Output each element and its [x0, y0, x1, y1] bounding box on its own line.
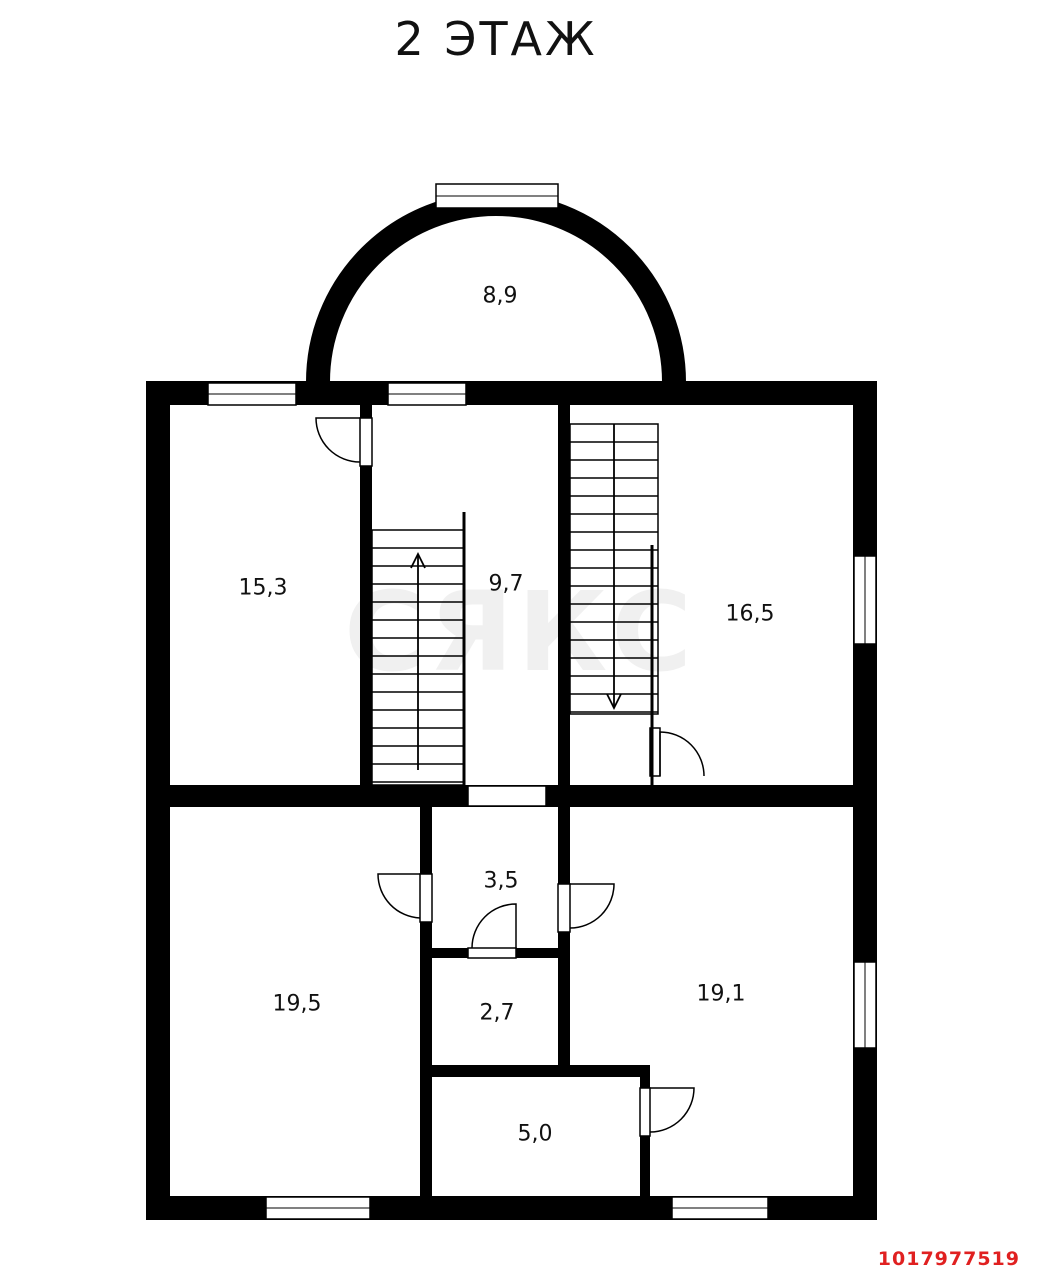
room-area-label: 5,0: [517, 1121, 553, 1147]
door: [639, 1087, 695, 1137]
window-sills: [208, 195, 866, 1209]
listing-id: 1017977519: [877, 1248, 1020, 1270]
arrow-up-icon: [410, 551, 426, 569]
room-area-label: 8,9: [482, 283, 518, 309]
outer-wall: [146, 381, 877, 1220]
room-area-label: 15,3: [238, 575, 288, 601]
room-area-label: 9,7: [488, 571, 524, 597]
wall-bottom-left: [420, 807, 432, 1196]
stair-arrows: [410, 424, 622, 770]
door: [557, 883, 615, 933]
wall-top-mid-right: [558, 405, 570, 785]
arrow-down-icon: [606, 693, 622, 711]
door: [315, 417, 373, 467]
wall-top-mid-left: [360, 405, 372, 785]
doors: [315, 417, 705, 1137]
door: [377, 873, 433, 923]
wall-bottom-right: [558, 807, 570, 1067]
page-title: 2 ЭТАЖ: [394, 12, 598, 66]
door: [649, 727, 705, 777]
windows: [207, 183, 877, 1220]
wall-closet-bottom: [432, 1065, 648, 1077]
door: [467, 903, 517, 959]
opening: [467, 785, 547, 807]
room-area-label: 19,5: [272, 991, 322, 1017]
watermark-logo: СЯКС: [343, 568, 697, 696]
room-area-label: 3,5: [483, 868, 519, 894]
room-area-label: 19,1: [696, 981, 746, 1007]
room-area-label: 16,5: [725, 601, 775, 627]
room-area-label: 2,7: [479, 1000, 515, 1026]
